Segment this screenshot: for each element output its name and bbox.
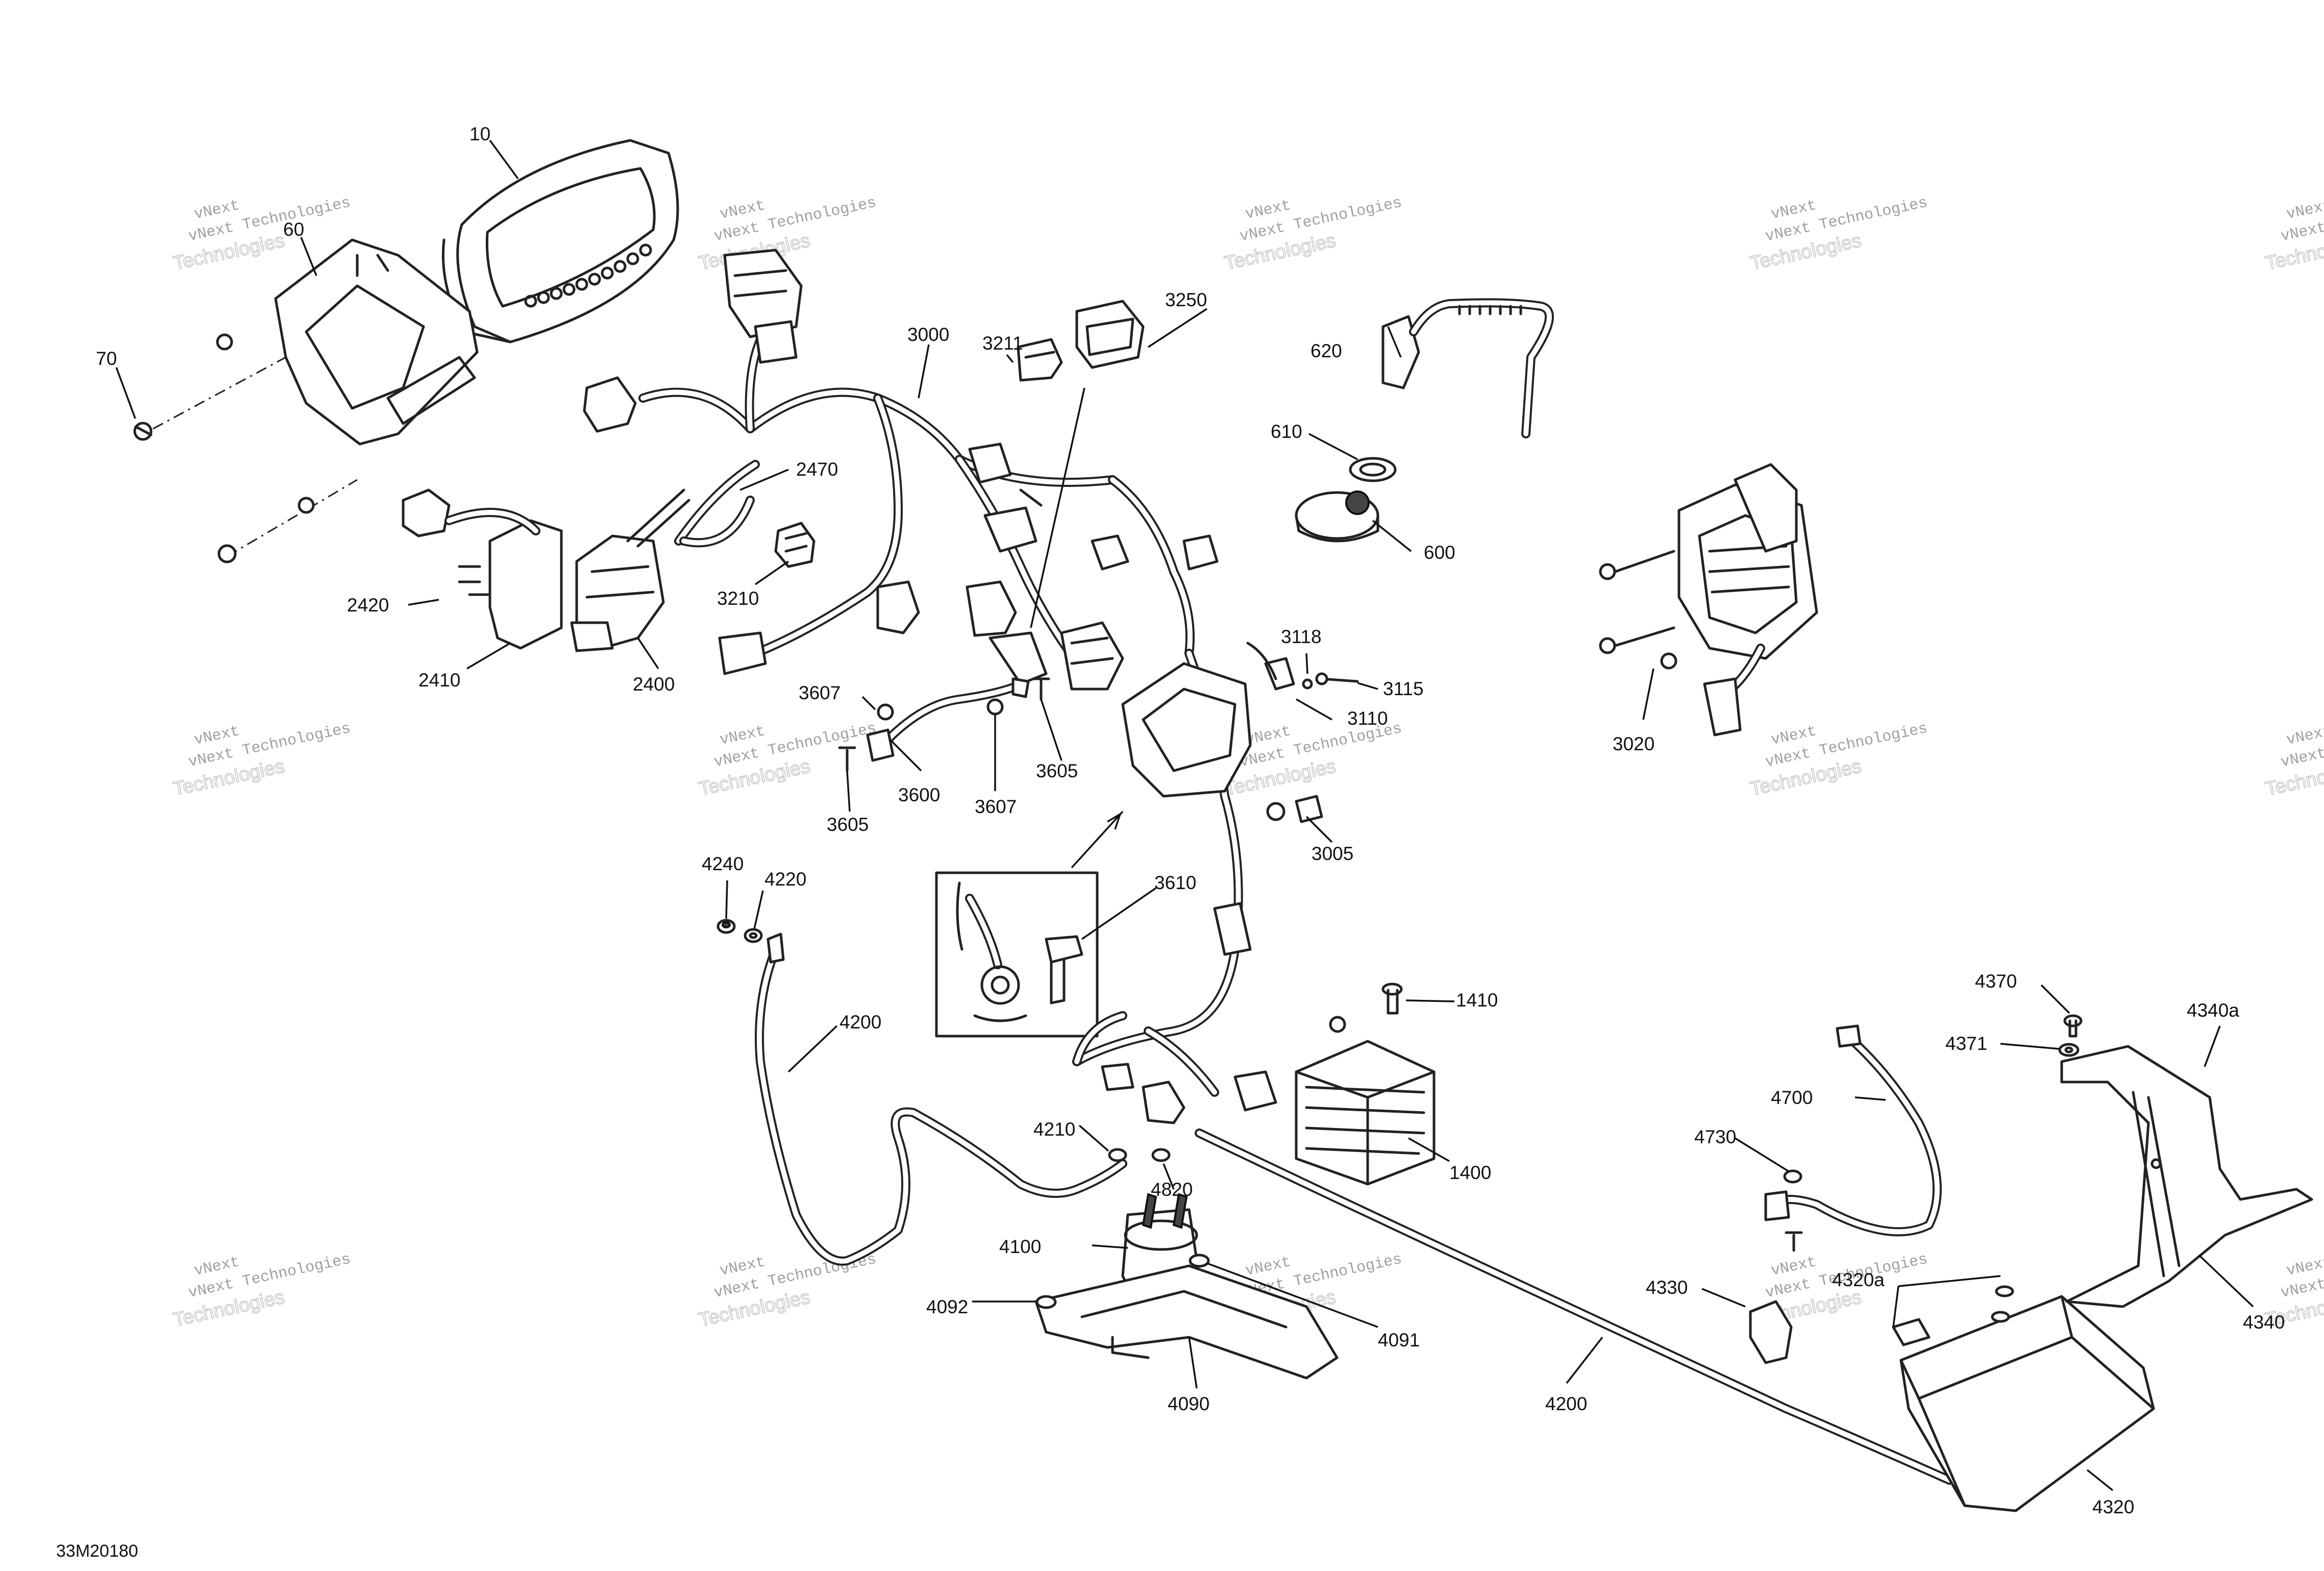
callout-4090: 4090 [1168, 1393, 1209, 1414]
nut-4240 [716, 919, 736, 934]
callout-4320a: 4320a [1832, 1269, 1885, 1290]
ring-610 [1349, 457, 1397, 482]
callout-3607-top: 3607 [799, 682, 840, 703]
callout-4370: 4370 [1975, 971, 2017, 992]
nut-4210 [1108, 1148, 1127, 1162]
callout-60: 60 [283, 219, 304, 240]
callout-4330: 4330 [1646, 1277, 1688, 1298]
callout-2420: 2420 [347, 595, 389, 616]
callout-4320: 4320 [2092, 1496, 2134, 1517]
callout-4210: 4210 [1033, 1119, 1075, 1140]
regulator-connectors [1072, 902, 1277, 1112]
cable-4700 [1764, 1024, 1942, 1252]
watermark: vNext vNext Technologies Technologies [1748, 720, 1929, 801]
solenoid-bracket-4090 [1034, 1254, 1339, 1380]
throttle-cable [674, 460, 760, 548]
callout-3210: 3210 [717, 588, 759, 609]
watermark: vNext vNext Technologies Technologies [171, 720, 352, 801]
callout-3250: 3250 [1165, 289, 1207, 310]
callout-1400: 1400 [1449, 1162, 1491, 1183]
switch-3250 [1075, 300, 1145, 369]
callout-10: 10 [469, 124, 490, 144]
switch-housing [402, 488, 690, 652]
svg-text:vNext: vNext [2285, 1254, 2324, 1280]
callout-2470: 2470 [796, 459, 838, 480]
callout-3211: 3211 [982, 333, 1023, 354]
connector-3210 [774, 522, 815, 568]
dess-post-600 [1295, 490, 1379, 543]
watermark: vNext vNext Technologies Technologies [171, 1251, 352, 1332]
detail-inset-3610 [935, 811, 1124, 1038]
callout-70: 70 [96, 348, 117, 369]
callout-4100: 4100 [999, 1236, 1041, 1257]
connector-3211 [1017, 338, 1063, 382]
callout-3605-bottom: 3605 [827, 814, 869, 835]
drawing-code: 33M20180 [56, 1541, 138, 1561]
callout-610: 610 [1271, 421, 1302, 442]
watermark: vNext vNext Technologies Technologies [2263, 720, 2324, 801]
watermark: vNext vNext Technologies Technologies [697, 720, 878, 801]
battery-cable-4200 [755, 932, 1954, 1485]
callout-620: 620 [1311, 340, 1342, 361]
watermark: vNext vNext Technologies Technologies [2263, 194, 2324, 275]
callout-4092: 4092 [926, 1296, 968, 1317]
callout-4371: 4371 [1945, 1033, 1987, 1054]
callout-2410: 2410 [418, 670, 460, 691]
terminal-cover-4330 [1749, 1300, 1793, 1364]
nut-4820 [1151, 1148, 1171, 1162]
callout-4240: 4240 [702, 853, 744, 874]
screws-3115 [1302, 672, 1359, 690]
callout-4091: 4091 [1378, 1330, 1420, 1351]
washer-4220 [744, 928, 763, 943]
callout-3115: 3115 [1383, 678, 1424, 699]
watermark: vNext vNext Technologies Technologies [1222, 194, 1403, 275]
ground-cable-3600 [838, 677, 1050, 772]
gauge-cluster [441, 139, 679, 343]
callout-3000: 3000 [907, 324, 949, 345]
screw-1410 [1381, 983, 1403, 1015]
battery-4320 [1892, 1285, 2155, 1512]
callout-3605-top: 3605 [1036, 760, 1078, 781]
voltage-regulator-1400 [1295, 1016, 1436, 1186]
svg-text:vNext: vNext [2285, 723, 2324, 749]
watermark: vNext vNext Technologies Technologies [1748, 194, 1929, 275]
callout-4340a: 4340a [2187, 1000, 2239, 1021]
callout-4700: 4700 [1771, 1087, 1813, 1108]
callout-4200-right: 4200 [1545, 1393, 1587, 1414]
tether-cord [1381, 298, 1554, 438]
screws-70 [133, 333, 358, 563]
callout-3610: 3610 [1154, 872, 1196, 893]
callout-3005: 3005 [1312, 843, 1353, 864]
gauge-support-bracket [274, 238, 479, 446]
svg-text:vNext: vNext [2285, 197, 2324, 224]
callout-3600: 3600 [898, 784, 940, 805]
washer-4371 [2058, 1043, 2080, 1057]
callout-4730: 4730 [1694, 1126, 1736, 1147]
callout-600: 600 [1424, 542, 1455, 563]
callout-3020: 3020 [1613, 733, 1654, 754]
watermark: vNext vNext Technologies Technologies [697, 1251, 878, 1332]
ecu-module [1060, 621, 1295, 798]
callout-1410: 1410 [1456, 990, 1498, 1011]
battery-bracket-4340 [2060, 1045, 2313, 1308]
screw-4370 [2063, 1014, 2083, 1038]
callout-4820: 4820 [1151, 1179, 1193, 1200]
callout-4200-left: 4200 [839, 1012, 881, 1033]
main-wiring-harness [583, 249, 1243, 1066]
callout-4340: 4340 [2243, 1312, 2285, 1333]
callout-2400: 2400 [633, 674, 675, 695]
callout-3110: 3110 [1347, 708, 1388, 729]
callout-4220: 4220 [764, 869, 806, 890]
callout-labels: 10 60 70 3000 3211 3250 620 610 600 2470… [96, 124, 2285, 1517]
watermark: vNext vNext Technologies Technologies [697, 194, 878, 275]
leader-lines [115, 139, 2254, 1491]
fuse-box-3020 [1599, 463, 1818, 737]
callout-3607-bottom: 3607 [975, 796, 1017, 817]
indicator-dots [524, 243, 652, 308]
callout-3118: 3118 [1281, 626, 1322, 647]
fastener-3005 [1266, 795, 1323, 823]
